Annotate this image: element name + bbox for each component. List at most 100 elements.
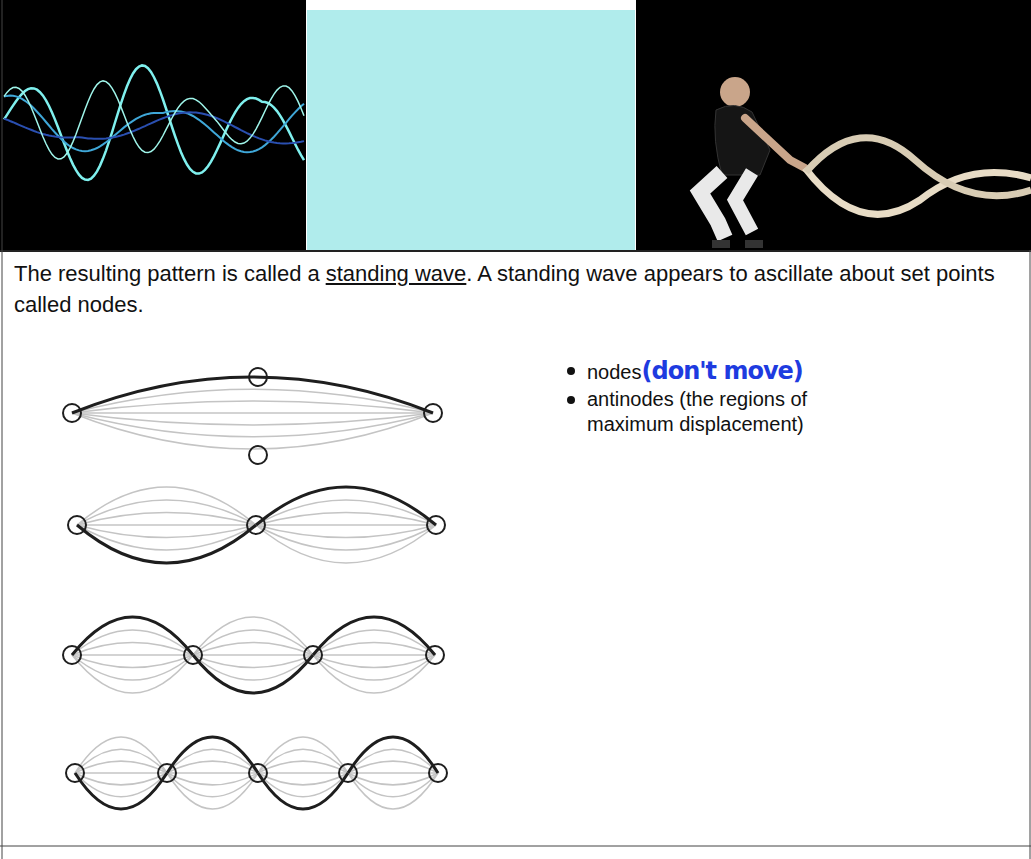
wave-line	[4, 65, 304, 179]
wave-envelope	[348, 773, 438, 809]
wave-envelope	[72, 413, 433, 449]
bullet-item: nodes(don't move)	[587, 357, 803, 386]
wave-envelope	[313, 617, 435, 655]
wave-envelope	[258, 773, 348, 785]
wave-envelope	[256, 525, 436, 538]
wave-envelope	[77, 512, 256, 525]
wave-envelope	[72, 642, 193, 655]
wave-envelope	[256, 512, 436, 525]
wave-envelope	[72, 655, 193, 680]
wave-envelope	[72, 389, 433, 413]
wave-envelope	[72, 617, 193, 655]
wave-line	[4, 81, 304, 159]
text-label: antinodes (the regions of maximum displa…	[587, 388, 807, 435]
wave-envelope	[72, 413, 433, 425]
node-circle	[424, 404, 442, 422]
standing-wave	[256, 487, 436, 525]
antinode-circle	[249, 446, 267, 464]
text-label: nodes	[587, 361, 642, 383]
wave-envelope	[193, 630, 313, 655]
wave-envelope	[348, 761, 438, 773]
wave-envelope	[75, 772, 167, 774]
wave-envelope	[256, 525, 436, 563]
wave-envelope	[77, 525, 256, 550]
wave-envelope	[72, 655, 193, 693]
wave-envelope	[167, 772, 258, 774]
rope-photo	[636, 0, 1031, 250]
wave-envelope	[75, 749, 167, 773]
wave-envelope	[77, 487, 256, 525]
node-circle	[66, 764, 84, 782]
bullet-dot	[567, 367, 575, 375]
wave-envelope	[167, 773, 258, 785]
node-circle	[429, 764, 447, 782]
node-circle	[158, 764, 176, 782]
wave-envelope	[72, 413, 433, 437]
antinode-circle	[249, 368, 267, 386]
wave-envelope	[75, 773, 167, 785]
wave-envelope	[348, 773, 438, 785]
node-circle	[339, 764, 357, 782]
wave-envelope	[193, 654, 313, 656]
wave-envelope	[313, 655, 435, 693]
wave-envelope	[75, 761, 167, 773]
wave-envelope	[77, 500, 256, 525]
wave-envelope	[77, 525, 256, 538]
wave-envelope	[75, 773, 167, 809]
node-circle	[247, 516, 265, 534]
text-label: (don't move)	[642, 357, 803, 385]
text-label: The resulting pattern is called a	[14, 261, 320, 286]
light-waves	[4, 65, 304, 179]
wave-envelope	[258, 737, 348, 773]
man-with-rope	[700, 77, 1031, 248]
wave-envelope	[193, 617, 313, 655]
wave-envelope	[256, 524, 436, 526]
standing-wave	[77, 525, 256, 563]
node-circle	[63, 404, 81, 422]
wave-photo	[0, 0, 306, 250]
wave-envelope	[348, 772, 438, 774]
wave-envelope	[72, 401, 433, 413]
wave-envelope	[72, 654, 193, 656]
wave-envelope	[348, 737, 438, 773]
wave-envelope	[258, 773, 348, 809]
wave-envelope	[256, 525, 436, 550]
bullet-item: antinodes (the regions of maximum displa…	[587, 387, 877, 437]
bullet-dot	[567, 396, 575, 404]
node-circle	[249, 764, 267, 782]
wave-envelope	[193, 642, 313, 655]
wave-envelope	[258, 772, 348, 774]
wave-envelope	[193, 655, 313, 668]
wave-envelope	[72, 377, 433, 413]
wave-envelope	[256, 487, 436, 525]
wave-envelope	[167, 773, 258, 809]
wave-envelope	[258, 761, 348, 773]
paragraph: The resulting pattern is called astandin…	[14, 258, 1014, 320]
wave-envelope	[313, 642, 435, 655]
wave-envelope	[167, 773, 258, 797]
wave-envelope	[72, 655, 193, 668]
standing-wave	[75, 773, 167, 809]
node-circle	[68, 516, 86, 534]
wave-envelope	[72, 412, 433, 414]
node-circle	[184, 646, 202, 664]
wave-envelope	[348, 773, 438, 797]
wave-envelope	[193, 655, 313, 693]
standing-wave	[72, 377, 433, 413]
wave-envelope	[313, 654, 435, 656]
wave-envelope	[167, 761, 258, 773]
node-circle	[304, 646, 322, 664]
wave-envelope	[167, 737, 258, 773]
standing-wave	[193, 655, 313, 693]
standing-wave	[72, 617, 193, 655]
wave-envelope	[256, 500, 436, 525]
standing-wave	[167, 737, 258, 773]
wave-envelope	[77, 525, 256, 563]
wave-envelope	[313, 655, 435, 680]
wave-envelope	[75, 737, 167, 773]
node-circle	[63, 646, 81, 664]
wave-line	[4, 112, 304, 143]
wave-envelope	[77, 524, 256, 526]
wave-envelope	[258, 749, 348, 773]
